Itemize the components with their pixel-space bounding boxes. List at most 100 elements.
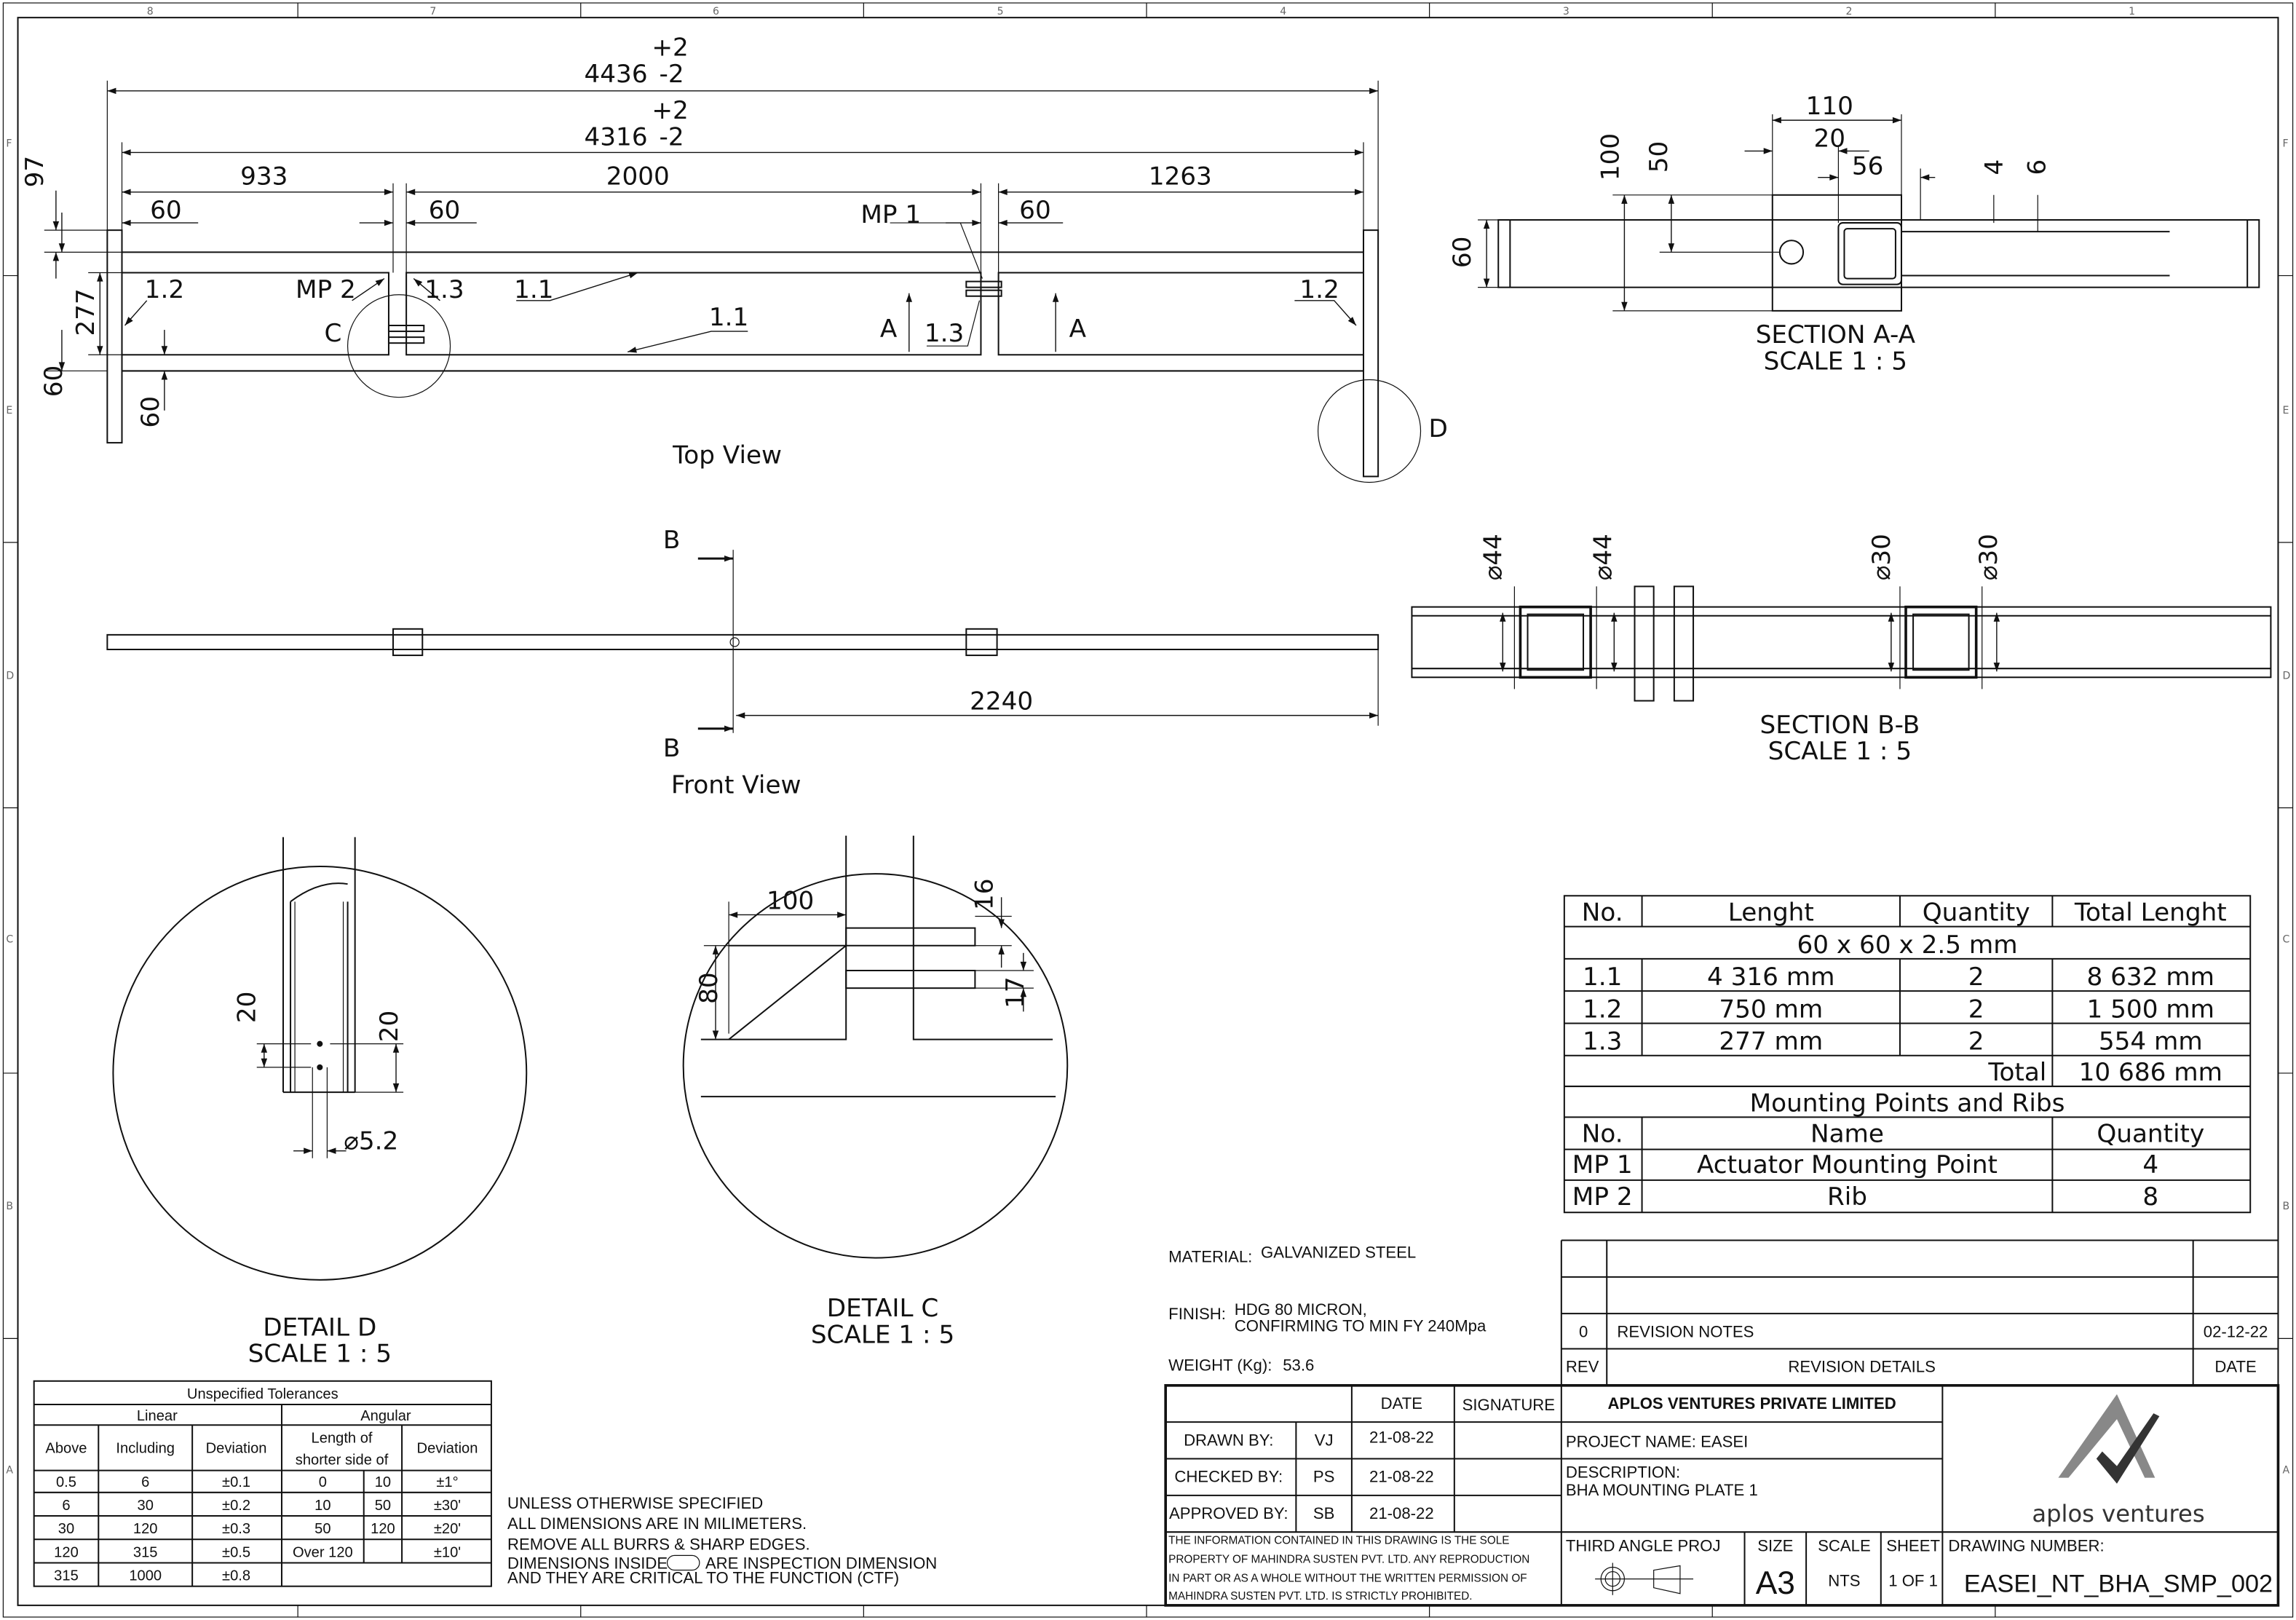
table-cell: 120: [133, 1521, 158, 1537]
header-date: DATE: [1381, 1394, 1422, 1412]
total-value: 10 686 mm: [2079, 1058, 2222, 1087]
zone-label: 3: [1563, 6, 1569, 17]
part-label: 1.3: [925, 319, 964, 348]
table-cell: 1.2: [1583, 995, 1622, 1024]
table-cell: 4: [2142, 1150, 2158, 1180]
tolerance-linear: Linear: [137, 1408, 178, 1424]
section-marker: B: [663, 526, 680, 555]
tolerance-lower: -2: [660, 122, 684, 151]
revision-block: 0 REVISION NOTES 02-12-22 REV REVISION D…: [1560, 1239, 2279, 1386]
notice-line: IN PART OR AS A WHOLE WITHOUT THE WRITTE…: [1168, 1573, 1527, 1585]
note: ARE INSPECTION DIMENSION: [705, 1554, 937, 1573]
header-rev: REV: [1566, 1358, 1599, 1376]
zone-label: B: [2283, 1201, 2290, 1212]
finish-line2: CONFIRMING TO MIN FY 240Mpa: [1235, 1316, 1487, 1335]
revision-date: 02-12-22: [2204, 1322, 2268, 1340]
top-view: +2 4436 -2 +2 4316 -2 933 2000 1263 60 6…: [20, 33, 1448, 483]
view-title: Front View: [671, 770, 801, 799]
part-label: 1.1: [709, 303, 748, 332]
table-cell: 1.1: [1583, 963, 1622, 992]
table-row: MP 1 Actuator Mounting Point 4: [1572, 1150, 2158, 1180]
zone-label: A: [6, 1465, 13, 1477]
dim-diameter-5-2: ⌀5.2: [344, 1127, 398, 1156]
finish-label: FINISH:: [1168, 1305, 1226, 1323]
project-name: PROJECT NAME: EASEI: [1566, 1432, 1748, 1450]
part-label: 1.1: [514, 275, 553, 304]
table-cell: ±0.3: [222, 1521, 250, 1537]
material-label: MATERIAL:: [1168, 1248, 1252, 1266]
dim-diameter-44: ⌀44: [1588, 534, 1618, 580]
checked-by-label: CHECKED BY:: [1174, 1468, 1283, 1486]
table-cell: ±20': [434, 1521, 461, 1537]
dim-1263: 1263: [1149, 162, 1212, 191]
section-marker: A: [880, 315, 898, 344]
table-cell: 1 500 mm: [2087, 995, 2215, 1024]
zone-label: 6: [713, 6, 719, 17]
table-header: Name: [1810, 1120, 1884, 1149]
table-cell: 2: [1968, 1027, 1984, 1056]
approved-by: SB: [1313, 1504, 1335, 1522]
part-label: 1.2: [1299, 275, 1339, 304]
table-cell: ±0.5: [222, 1544, 250, 1560]
approved-date: 21-08-22: [1369, 1504, 1434, 1522]
table-header: Deviation: [417, 1440, 478, 1456]
detail-scale: SCALE 1 : 5: [811, 1320, 954, 1349]
profile-label: 60 x 60 x 2.5 mm: [1797, 930, 2018, 960]
dim-2240: 2240: [970, 687, 1033, 716]
approved-by-label: APPROVED BY:: [1169, 1504, 1288, 1522]
table-cell: 554 mm: [2099, 1027, 2203, 1056]
dim-933: 933: [240, 162, 288, 191]
zone-label: 5: [997, 6, 1004, 17]
finish-line1: HDG 80 MICRON,: [1235, 1300, 1367, 1319]
zone-label: C: [6, 934, 13, 946]
table-row: 1.1 4 316 mm 2 8 632 mm: [1583, 963, 2214, 992]
table-cell: 8 632 mm: [2087, 963, 2215, 992]
zone-label: 8: [147, 6, 154, 17]
note: DIMENSIONS INSIDE: [507, 1554, 668, 1573]
zone-label: F: [6, 138, 12, 149]
section-aa: 110 20 56 100 50 60 4 6 SECTION A-A SCAL…: [1448, 92, 2260, 376]
table-row: 1.3 277 mm 2 554 mm: [1583, 1027, 2203, 1056]
table-header: Above: [45, 1440, 87, 1456]
company-logo: aplos ventures: [2032, 1394, 2205, 1528]
tolerance-upper: +2: [652, 96, 688, 125]
scale-label: SCALE: [1818, 1536, 1871, 1554]
description-label: DESCRIPTION:: [1566, 1463, 1680, 1482]
checked-date: 21-08-22: [1369, 1468, 1434, 1486]
section-title: SECTION B-B: [1760, 711, 1920, 740]
part-label: 1.2: [145, 275, 184, 304]
table-header: No.: [1582, 898, 1623, 928]
section-scale: SCALE 1 : 5: [1764, 347, 1907, 376]
tolerance-table: Unspecified Tolerances Linear Angular Ab…: [33, 1380, 492, 1587]
drawn-by: VJ: [1315, 1431, 1334, 1449]
general-notes: UNLESS OTHERWISE SPECIFIED ALL DIMENSION…: [507, 1494, 937, 1587]
detail-d: 20 20 ⌀5.2 DETAIL D SCALE 1 : 5: [112, 837, 528, 1369]
table-cell: 120: [371, 1521, 395, 1537]
table-cell: ±10': [434, 1544, 461, 1560]
table-header: Quantity: [1923, 898, 2030, 928]
notice-line: THE INFORMATION CONTAINED IN THIS DRAWIN…: [1168, 1534, 1509, 1546]
dim-diameter-30: ⌀30: [1867, 534, 1896, 580]
dim-16: 16: [970, 879, 999, 911]
weight-value: 53.6: [1283, 1356, 1314, 1375]
table-header: Total Lenght: [2074, 898, 2227, 928]
table-cell: MP 1: [1572, 1150, 1633, 1180]
dim-20: 20: [233, 992, 262, 1024]
table-cell: 50: [375, 1498, 391, 1514]
dim-56: 56: [1852, 152, 1884, 181]
drawn-date: 21-08-22: [1369, 1428, 1434, 1446]
revision-number: 0: [1579, 1322, 1588, 1340]
logo-text: aplos ventures: [2032, 1500, 2204, 1528]
third-angle-projection-icon: [1595, 1562, 1694, 1595]
description: BHA MOUNTING PLATE 1: [1566, 1481, 1758, 1499]
zone-label: C: [2283, 934, 2290, 946]
notice-line: MAHINDRA SUSTEN PVT. LTD. IS STRICTLY PR…: [1168, 1590, 1472, 1603]
table-cell: 10: [314, 1498, 330, 1514]
note: UNLESS OTHERWISE SPECIFIED: [507, 1494, 763, 1512]
table-cell: 0: [319, 1474, 327, 1490]
notice-line: PROPERTY OF MAHINDRA SUSTEN PVT. LTD. AN…: [1168, 1553, 1529, 1565]
label-mp2: MP 2: [296, 275, 356, 304]
table-cell: MP 2: [1572, 1182, 1633, 1212]
